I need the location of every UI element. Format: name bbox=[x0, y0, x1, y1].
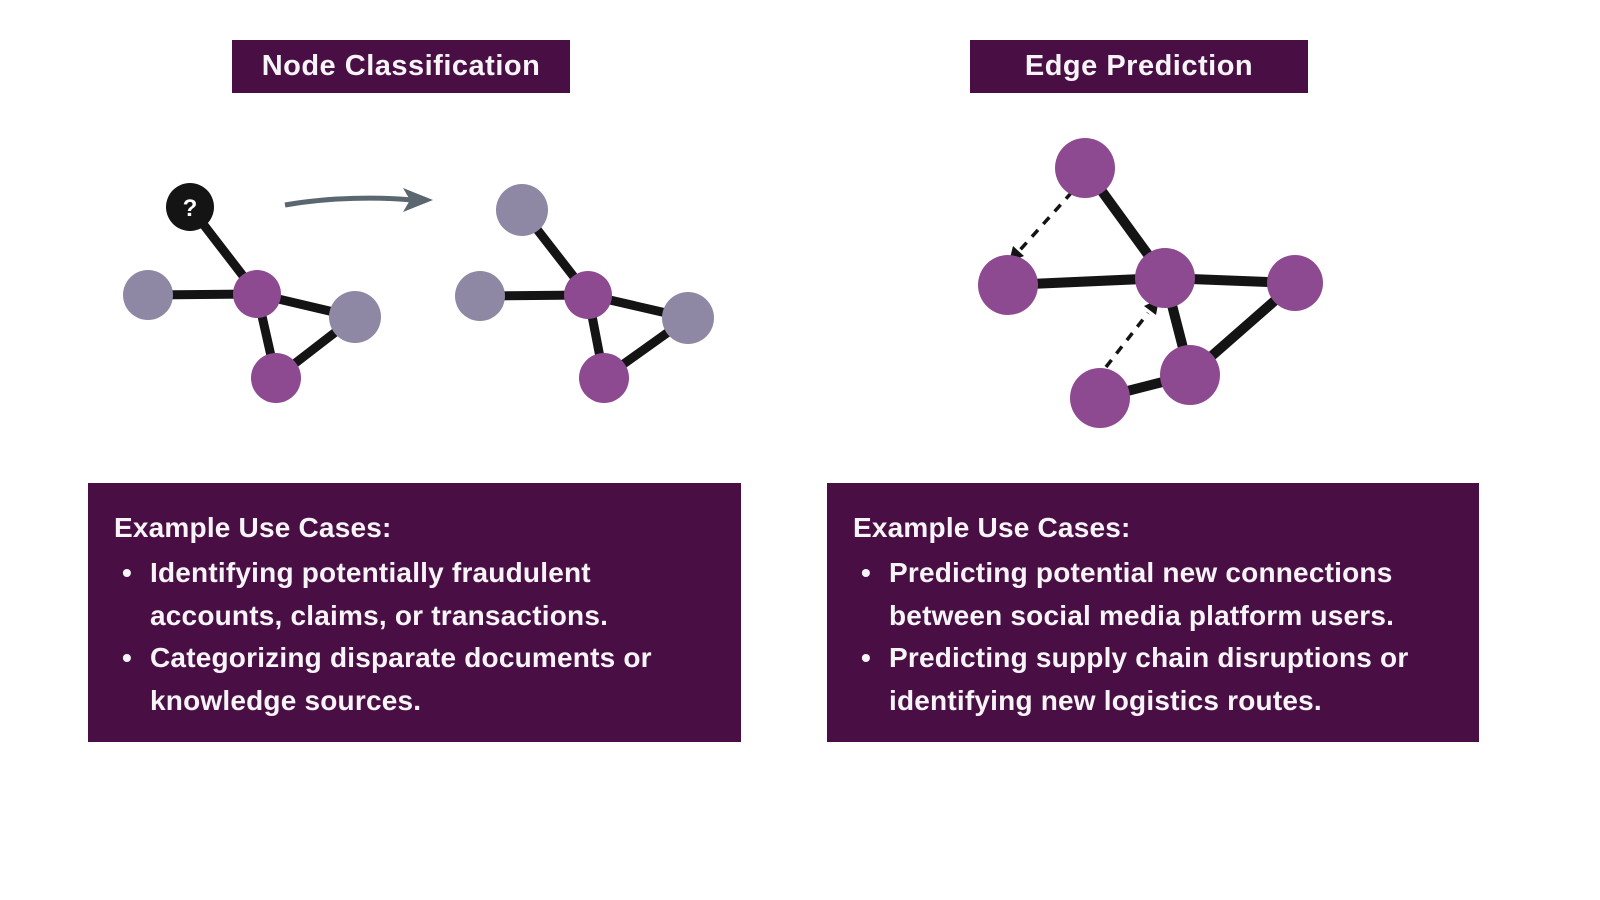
node-gray bbox=[455, 271, 505, 321]
usecase-item: Predicting potential new connections bet… bbox=[853, 552, 1453, 638]
unknown-node-label: ? bbox=[183, 195, 198, 222]
usecases-list: Identifying potentially fraudulent accou… bbox=[114, 552, 715, 723]
node-purple bbox=[564, 271, 612, 319]
usecases-heading: Example Use Cases: bbox=[114, 512, 392, 543]
edge-prediction-title: Edge Prediction bbox=[970, 40, 1308, 93]
node-purple bbox=[1267, 255, 1323, 311]
node-gray bbox=[662, 292, 714, 344]
node-purple bbox=[1055, 138, 1115, 198]
node-purple bbox=[978, 255, 1038, 315]
node-classification-before-graph: ? bbox=[123, 183, 381, 403]
node-gray bbox=[329, 291, 381, 343]
node-classification-title: Node Classification bbox=[232, 40, 570, 93]
edge-prediction-usecases-box: Example Use Cases: Predicting potential … bbox=[827, 483, 1479, 742]
node-purple bbox=[251, 353, 301, 403]
transform-arrow bbox=[284, 188, 433, 212]
usecase-item: Predicting supply chain disruptions or i… bbox=[853, 637, 1453, 723]
usecases-list: Predicting potential new connections bet… bbox=[853, 552, 1453, 723]
edge-prediction-graph bbox=[978, 138, 1323, 428]
node-purple bbox=[1135, 248, 1195, 308]
node-classification-after-graph bbox=[455, 184, 714, 403]
usecase-item: Categorizing disparate documents or know… bbox=[114, 637, 715, 723]
node-classified bbox=[496, 184, 548, 236]
usecases-heading: Example Use Cases: bbox=[853, 512, 1131, 543]
arrow-shaft bbox=[284, 195, 413, 208]
graphs-illustration: ? bbox=[123, 138, 1323, 428]
usecase-item: Identifying potentially fraudulent accou… bbox=[114, 552, 715, 638]
arrow-head bbox=[403, 188, 433, 212]
node-purple bbox=[1160, 345, 1220, 405]
node-unknown bbox=[166, 183, 214, 231]
node-gray bbox=[123, 270, 173, 320]
node-purple bbox=[233, 270, 281, 318]
node-purple bbox=[1070, 368, 1130, 428]
predicted-edge bbox=[1018, 190, 1074, 252]
node-purple bbox=[579, 353, 629, 403]
predicted-edge bbox=[1104, 311, 1150, 369]
node-classification-usecases-box: Example Use Cases: Identifying potential… bbox=[88, 483, 741, 742]
